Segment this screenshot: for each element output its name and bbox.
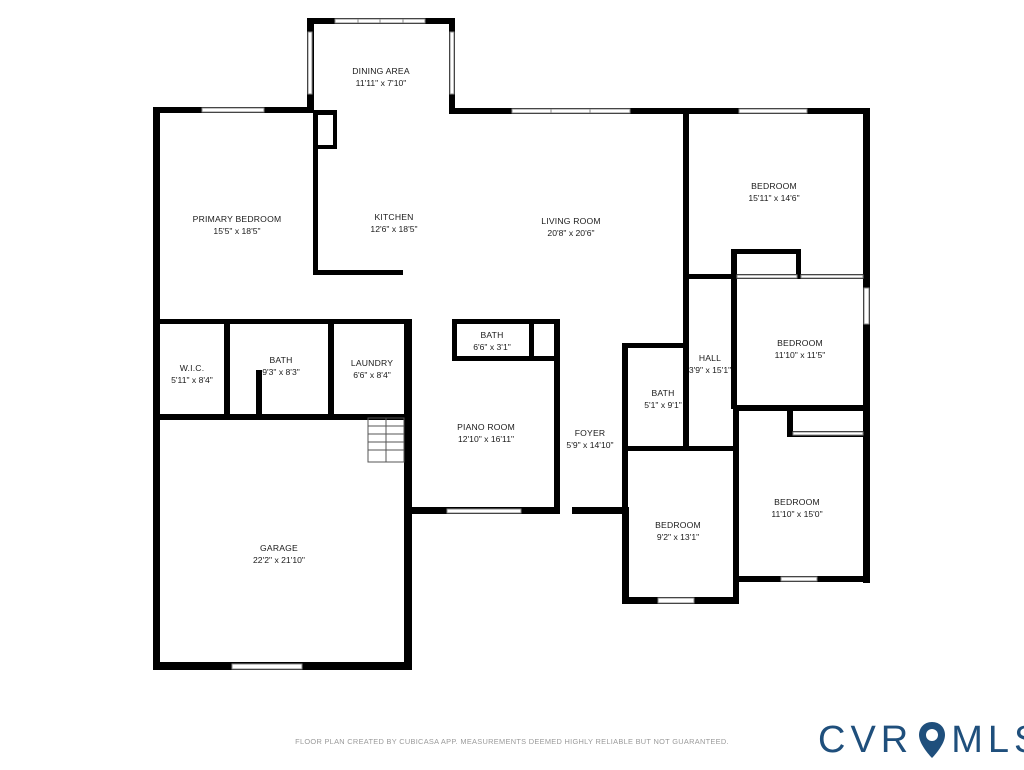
room-label-bath-mid: BATH [651, 388, 674, 398]
room-label-living-room: LIVING ROOM [541, 216, 601, 226]
room-labels: DINING AREA 11'11" x 7'10" PRIMARY BEDRO… [171, 66, 825, 565]
room-dim-bath-primary: 9'3" x 8'3" [262, 367, 300, 377]
logo-text-right: MLS [951, 718, 1024, 761]
room-dim-bedroom-se: 11'10" x 15'0" [771, 509, 822, 519]
room-dim-hall: 3'9" x 15'1" [689, 365, 731, 375]
room-dim-kitchen: 12'6" x 18'5" [370, 224, 417, 234]
logo-text-left: CVR [818, 718, 914, 761]
cvrmls-logo: CVR MLS [818, 712, 1024, 768]
room-dim-wic: 5'11" x 8'4" [171, 375, 213, 385]
room-dim-dining: 11'11" x 7'10" [356, 78, 407, 88]
room-label-kitchen: KITCHEN [374, 212, 413, 222]
room-dim-garage: 22'2" x 21'10" [253, 555, 305, 565]
room-label-piano-room: PIANO ROOM [457, 422, 515, 432]
room-dim-bath-mid: 5'1" x 9'1" [644, 400, 682, 410]
room-dim-primary-bedroom: 15'5" x 18'5" [213, 226, 260, 236]
room-label-dining: DINING AREA [352, 66, 410, 76]
stairs [367, 417, 405, 463]
room-label-bedroom-se: BEDROOM [774, 497, 820, 507]
room-label-laundry: LAUNDRY [351, 358, 393, 368]
map-pin-icon [917, 720, 947, 760]
room-dim-living-room: 20'8" x 20'6" [547, 228, 594, 238]
room-label-foyer: FOYER [575, 428, 606, 438]
walls [153, 18, 870, 670]
room-label-bedroom-ne: BEDROOM [751, 181, 797, 191]
room-dim-foyer: 5'9" x 14'10" [566, 440, 613, 450]
room-dim-laundry: 6'6" x 8'4" [353, 370, 391, 380]
room-label-hall: HALL [699, 353, 721, 363]
room-label-bath-small: BATH [480, 330, 503, 340]
room-label-garage: GARAGE [260, 543, 298, 553]
room-label-bedroom-e: BEDROOM [777, 338, 823, 348]
room-dim-bedroom-e: 11'10" x 11'5" [775, 350, 826, 360]
room-dim-piano-room: 12'10" x 16'11" [458, 434, 514, 444]
room-label-wic: W.I.C. [180, 363, 205, 373]
windows [201, 18, 870, 670]
room-label-primary-bedroom: PRIMARY BEDROOM [193, 214, 282, 224]
room-dim-bedroom-ne: 15'11" x 14'6" [748, 193, 799, 203]
footer-disclaimer: FLOOR PLAN CREATED BY CUBICASA APP. MEAS… [295, 737, 729, 746]
room-dim-bedroom-s: 9'2" x 13'1" [657, 532, 699, 542]
room-label-bedroom-s: BEDROOM [655, 520, 701, 530]
room-label-bath-primary: BATH [269, 355, 292, 365]
room-dim-bath-small: 6'6" x 3'1" [473, 342, 511, 352]
